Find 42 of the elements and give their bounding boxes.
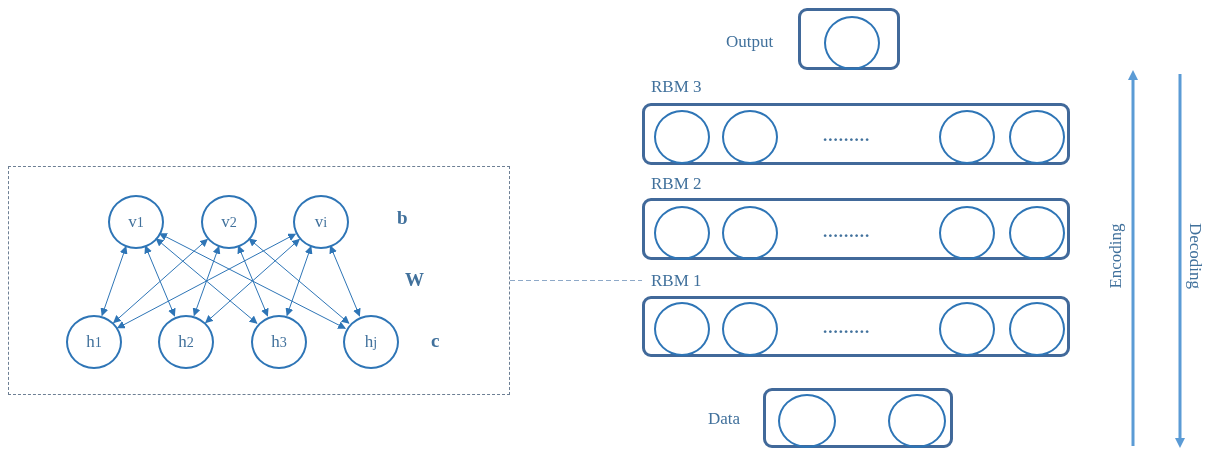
- layer-label: Output: [726, 33, 774, 50]
- ellipsis-dots: .........: [823, 127, 871, 144]
- layer-label: RBM 3: [651, 78, 702, 95]
- connection-arrow: [192, 245, 221, 317]
- unit-circle: [1009, 110, 1065, 164]
- connection-arrow: [237, 245, 269, 317]
- unit-circle: [939, 110, 995, 164]
- unit-circle: [1009, 302, 1065, 356]
- layer-label: RBM 1: [651, 272, 702, 289]
- unit-circle: [722, 206, 778, 260]
- connection-arrow: [144, 245, 176, 317]
- parameter-label: W: [405, 270, 424, 289]
- unit-circle: [824, 16, 880, 70]
- direction-label: Encoding: [1106, 223, 1124, 289]
- ellipsis-dots: .........: [823, 223, 871, 240]
- connection-arrow: [159, 233, 346, 329]
- unit-circle: [939, 302, 995, 356]
- connection-arrow: [155, 238, 258, 324]
- connection-arrow: [113, 238, 208, 324]
- unit-circle: [1009, 206, 1065, 260]
- layer-label: Data: [708, 410, 741, 427]
- unit-circle: [654, 302, 710, 356]
- rbm-frame: [8, 166, 510, 395]
- connection-arrow: [248, 238, 350, 324]
- leader-line: [509, 280, 643, 281]
- unit-circle: [654, 110, 710, 164]
- layer-label: RBM 2: [651, 175, 702, 192]
- connection-arrow: [100, 245, 128, 317]
- unit-circle: [888, 394, 946, 448]
- connection-arrow: [116, 233, 297, 329]
- unit-circle: [778, 394, 836, 448]
- unit-circle: [722, 302, 778, 356]
- unit-circle: [654, 206, 710, 260]
- ellipsis-dots: .........: [823, 319, 871, 336]
- unit-circle: [722, 110, 778, 164]
- connection-arrow: [205, 238, 300, 324]
- connection-arrow: [285, 245, 313, 317]
- connection-arrow: [329, 245, 361, 317]
- direction-label: Decoding: [1186, 222, 1204, 290]
- parameter-label: c: [431, 331, 440, 350]
- parameter-label: b: [397, 208, 408, 227]
- unit-circle: [939, 206, 995, 260]
